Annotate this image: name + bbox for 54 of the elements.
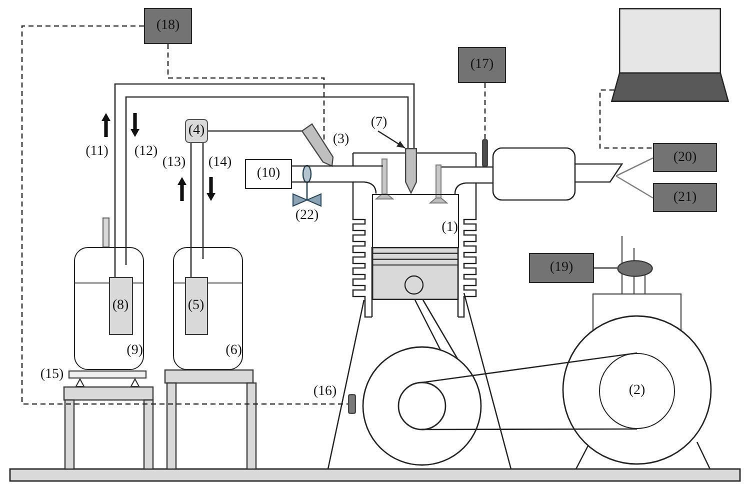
intake-pipe (292, 165, 384, 194)
fuel-line (190, 143, 192, 277)
injector-nozzle (405, 148, 417, 194)
callout-number: (22) (295, 209, 319, 223)
callout-number: (11) (86, 145, 108, 159)
callout-number: (12) (134, 145, 158, 159)
callout-number: (16) (313, 385, 337, 399)
callout-number: (14) (208, 156, 232, 170)
instrument-box (458, 47, 506, 83)
instrument-box (144, 8, 192, 44)
callout-number: (7) (368, 114, 390, 131)
callout-number: (2) (628, 384, 646, 398)
fuel-line (125, 96, 409, 247)
pump-box (185, 119, 208, 143)
dashed-signal-line (21, 25, 348, 405)
callout-number: (18) (156, 19, 180, 33)
callout-number: (5) (188, 298, 204, 312)
callout-number: (4) (188, 124, 205, 138)
fuel-line (202, 143, 204, 247)
callout-number: (9) (126, 344, 143, 358)
callout-number: (1) (442, 221, 458, 235)
sensor-bar (348, 394, 356, 414)
immersed-block (184, 276, 208, 334)
dashed-signal-line (599, 89, 653, 149)
instrument-box (653, 143, 717, 172)
callout-number: (13) (162, 156, 186, 170)
sensor-ellipse (617, 260, 653, 277)
callout-number: (21) (673, 190, 697, 204)
fuel-tank (74, 247, 144, 370)
fuel-line (114, 83, 415, 277)
callout-number: (20) (673, 150, 697, 164)
intake-box (245, 159, 292, 189)
signal-line (594, 267, 617, 269)
instrument-box (529, 253, 594, 283)
instrument-box (653, 183, 717, 212)
combustion-chamber (372, 194, 459, 248)
dashed-signal-line (484, 83, 486, 139)
fuel-tank (173, 247, 243, 370)
callout-number: (10) (256, 167, 280, 181)
fuel-line (208, 130, 302, 132)
probe-line (616, 157, 654, 177)
pulley-circle (599, 353, 675, 429)
probe-line (616, 175, 654, 199)
callout-number: (8) (112, 298, 129, 312)
callout-number: (19) (550, 261, 574, 275)
callout-number: (17) (470, 58, 494, 72)
leader-arrow (378, 130, 406, 149)
immersed-block (108, 276, 132, 334)
injector-nozzle (300, 123, 335, 168)
sensor-bar (482, 139, 488, 167)
laptop-drawing (611, 8, 729, 102)
callout-number: (3) (332, 133, 350, 147)
callout-number: (6) (226, 344, 242, 358)
callout-number: (15) (40, 368, 64, 382)
